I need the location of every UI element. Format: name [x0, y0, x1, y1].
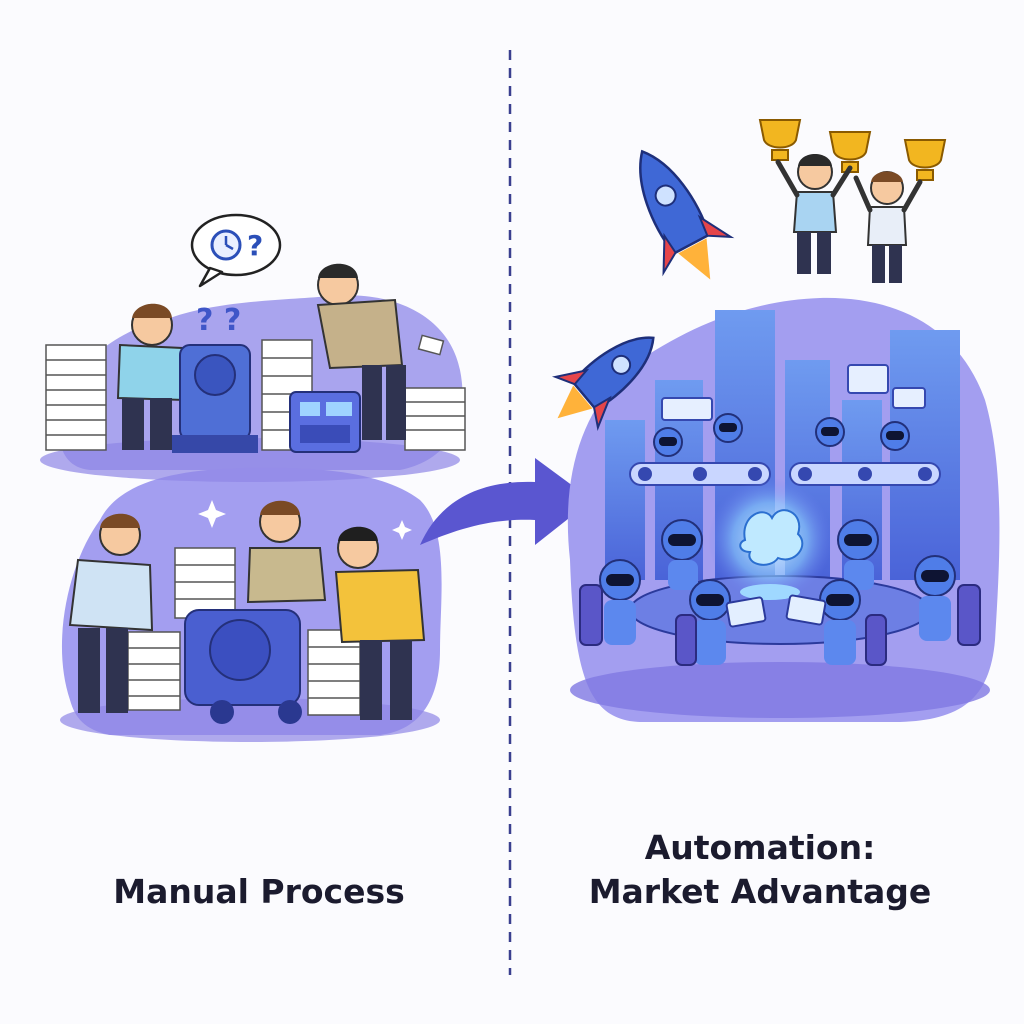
automation-caption-line2: Market Advantage	[588, 872, 932, 911]
conveyor-belt	[789, 462, 941, 486]
stressed-worker	[246, 500, 327, 604]
robot-icon	[653, 413, 910, 457]
automation-caption: Automation: Market Advantage	[560, 826, 960, 914]
paper-stack	[127, 631, 181, 711]
paper-stack	[307, 629, 361, 716]
paper-stack	[174, 547, 236, 619]
tablet-icon	[725, 594, 827, 628]
dashboard-screen-icon	[661, 364, 926, 421]
sparkle-icon	[198, 500, 412, 540]
stressed-worker	[116, 303, 187, 450]
automation-illustration	[551, 119, 1000, 722]
brain-hologram-icon	[708, 478, 832, 602]
rocket-icon	[551, 336, 655, 431]
manual-machine	[184, 609, 302, 724]
automation-caption-line1: Automation:	[644, 828, 876, 867]
manual-machine	[172, 344, 258, 453]
conveyor-belt	[629, 462, 771, 486]
celebrating-person	[775, 154, 853, 274]
robot-icon	[689, 579, 731, 665]
robot-icon	[599, 559, 641, 645]
trophy-icon	[758, 119, 947, 181]
paper-stack	[404, 387, 466, 451]
chair	[579, 584, 981, 666]
robot-icon	[661, 519, 703, 590]
manual-process-illustration: ? ? ?	[40, 213, 466, 742]
speech-bubble: ?	[190, 213, 282, 288]
stressed-worker	[68, 513, 154, 713]
rocket-icon	[639, 149, 735, 280]
celebrating-person	[853, 171, 923, 283]
floating-question-marks: ? ?	[196, 303, 241, 338]
clock-icon	[210, 229, 242, 261]
stressed-worker	[334, 526, 426, 720]
stressed-worker	[316, 263, 445, 440]
control-panel-machine	[289, 391, 361, 453]
paper-stack	[45, 344, 107, 451]
robot-icon	[914, 555, 956, 641]
robot-icon	[819, 579, 861, 665]
manual-process-caption: Manual Process	[113, 872, 405, 911]
arrow-icon	[420, 458, 592, 545]
question-mark-icon: ?	[247, 229, 263, 262]
